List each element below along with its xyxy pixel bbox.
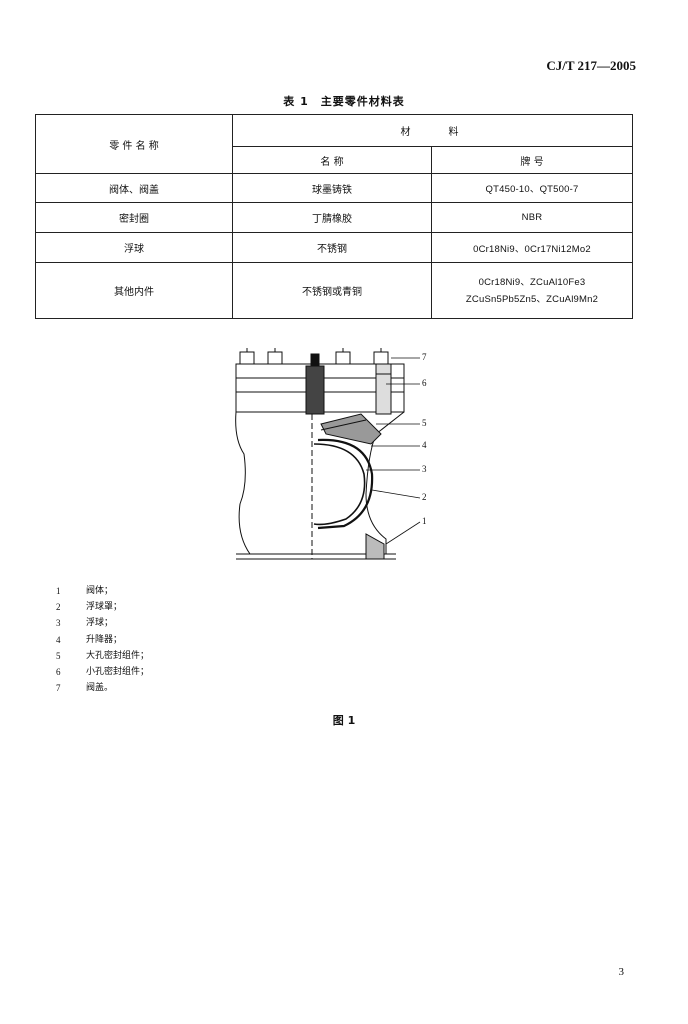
cell-part: 浮球 <box>35 232 233 263</box>
lifter-assembly <box>320 413 382 445</box>
table-row: 阀体、阀盖 球墨铸铁 QT450-10、QT500-7 <box>35 173 633 203</box>
legend-label: 升降器； <box>86 634 123 645</box>
cell-grade: 0Cr18Ni9、ZCuAl10Fe3 ZCuSn5Pb5Zn5、ZCuAl9M… <box>431 262 633 319</box>
callout-3: 3 <box>422 464 427 474</box>
table-row: 密封圈 丁腈橡胶 NBR <box>35 202 633 233</box>
legend-item: 7 阀盖。 <box>56 680 149 696</box>
valve-body <box>235 411 405 560</box>
legend-label: 大孔密封组件； <box>86 650 150 661</box>
materials-table: 零 件 名 称 材 料 名 称 牌 号 阀体、阀盖 球墨铸铁 QT450-10、… <box>35 114 633 319</box>
callout-5: 5 <box>422 418 427 428</box>
table-row: 浮球 不锈钢 0Cr18Ni9、0Cr17Ni12Mo2 <box>35 232 633 263</box>
legend-item: 6 小孔密封组件； <box>56 664 149 680</box>
figure-legend: 1 阀体； 2 浮球罩； 3 浮球； 4 升降器； 5 大孔密封组件； 6 小孔… <box>56 583 149 696</box>
header-name: 名 称 <box>232 146 432 174</box>
cell-grade-line-2: ZCuSn5Pb5Zn5、ZCuAl9Mn2 <box>465 293 599 305</box>
valve-cover <box>235 353 405 415</box>
header-part-name: 零 件 名 称 <box>35 114 233 174</box>
valve-section-drawing: 7 6 5 4 3 2 1 <box>235 348 427 560</box>
cell-name: 不锈钢 <box>232 232 432 263</box>
table-header-row: 零 件 名 称 材 料 <box>35 114 633 174</box>
document-code: CJ/T 217—2005 <box>546 58 636 73</box>
cell-grade: 0Cr18Ni9、0Cr17Ni12Mo2 <box>431 232 633 263</box>
legend-number: 5 <box>56 650 61 661</box>
legend-number: 7 <box>56 683 61 694</box>
cell-part: 其他内件 <box>35 262 233 319</box>
callout-2: 2 <box>422 492 427 502</box>
legend-item: 2 浮球罩； <box>56 599 149 615</box>
page-number: 3 <box>618 966 625 978</box>
cell-name: 不锈钢或青铜 <box>232 262 432 319</box>
legend-number: 1 <box>56 586 61 596</box>
callout-4: 4 <box>422 440 427 450</box>
legend-item: 4 升降器； <box>56 632 149 648</box>
legend-label: 浮球； <box>86 618 114 629</box>
table-row: 其他内件 不锈钢或青铜 0Cr18Ni9、ZCuAl10Fe3 ZCuSn5Pb… <box>35 262 633 319</box>
legend-number: 4 <box>56 634 61 645</box>
legend-number: 6 <box>56 667 61 678</box>
callout-1: 1 <box>422 516 427 526</box>
cell-part: 密封圈 <box>35 202 233 233</box>
legend-item: 5 大孔密封组件； <box>56 648 149 664</box>
cell-grade-line-1: 0Cr18Ni9、ZCuAl10Fe3 <box>478 276 586 288</box>
table-caption: 表 1 主要零件材料表 <box>283 95 405 108</box>
cell-name: 丁腈橡胶 <box>232 202 432 233</box>
legend-item: 3 浮球； <box>56 615 149 631</box>
figure-caption: 图 1 <box>332 714 356 727</box>
cell-part: 阀体、阀盖 <box>35 173 233 203</box>
header-grade: 牌 号 <box>431 146 633 174</box>
float-ball <box>313 443 366 526</box>
cell-grade: NBR <box>431 202 633 233</box>
legend-label: 浮球罩； <box>86 602 123 613</box>
cell-grade: QT450-10、QT500-7 <box>431 173 633 203</box>
legend-item: 1 阀体； <box>56 583 149 599</box>
legend-label: 阀体； <box>86 586 114 596</box>
header-material: 材 料 <box>232 114 633 147</box>
callout-labels: 7 6 5 4 3 2 1 <box>422 352 427 526</box>
cell-name: 球墨铸铁 <box>232 173 432 203</box>
callout-7: 7 <box>422 352 427 362</box>
float-cage <box>317 438 374 530</box>
callout-6: 6 <box>422 378 427 388</box>
legend-label: 小孔密封组件； <box>86 667 150 678</box>
legend-label: 阀盖。 <box>86 683 114 694</box>
legend-number: 3 <box>56 618 61 629</box>
callout-leaders <box>366 357 421 545</box>
legend-number: 2 <box>56 602 61 613</box>
